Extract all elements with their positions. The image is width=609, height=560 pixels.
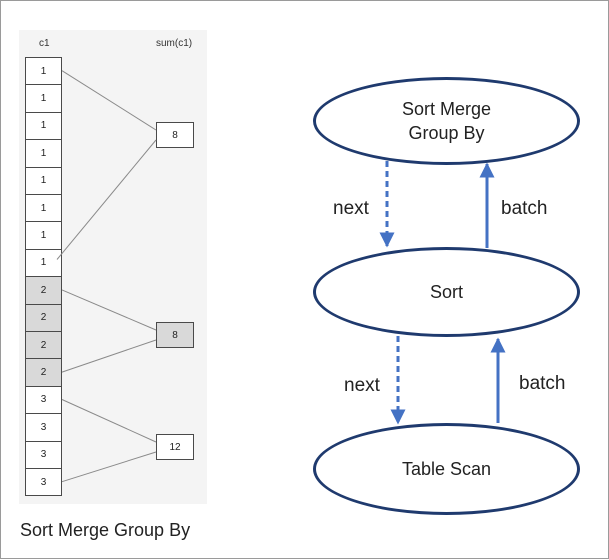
- c1-cell: 1: [25, 84, 62, 113]
- group-connector: [61, 339, 157, 373]
- sum-cell: 12: [156, 434, 194, 460]
- node-label: Table Scan: [401, 459, 492, 479]
- edge-label-next-top: next: [333, 198, 369, 219]
- column-header-c1: c1: [39, 38, 50, 49]
- group-connector: [61, 289, 157, 331]
- sum-cell: 8: [156, 122, 194, 148]
- node-label: Sort: [429, 282, 463, 302]
- c1-cell: 3: [25, 440, 62, 469]
- node-label: Sort Merge Group By: [401, 99, 492, 143]
- node-sort-merge-group-by: Sort Merge Group By: [313, 77, 580, 165]
- c1-cell: 1: [25, 111, 62, 141]
- c1-cell: 1: [25, 248, 62, 278]
- edge-label-batch-top: batch: [501, 198, 548, 219]
- group-connector: [61, 399, 157, 443]
- caption: Sort Merge Group By: [20, 520, 191, 540]
- c1-cell: 1: [25, 57, 62, 86]
- c1-cell: 1: [25, 194, 62, 223]
- group-connector: [61, 70, 157, 131]
- edge-label-batch-bottom: batch: [519, 373, 566, 394]
- c1-cell: 2: [25, 331, 62, 360]
- group-connector: [56, 139, 157, 260]
- c1-cell: 2: [25, 358, 62, 387]
- node-sort: Sort: [313, 247, 580, 337]
- sum-cell: 8: [156, 322, 194, 348]
- edge-label-next-bottom: next: [344, 375, 380, 396]
- group-connector: [61, 451, 157, 483]
- c1-cell: 1: [25, 221, 62, 250]
- c1-cell: 3: [25, 468, 62, 497]
- column-header-sum: sum(c1): [156, 38, 193, 49]
- node-table-scan: Table Scan: [313, 423, 580, 515]
- c1-cell: 3: [25, 385, 62, 415]
